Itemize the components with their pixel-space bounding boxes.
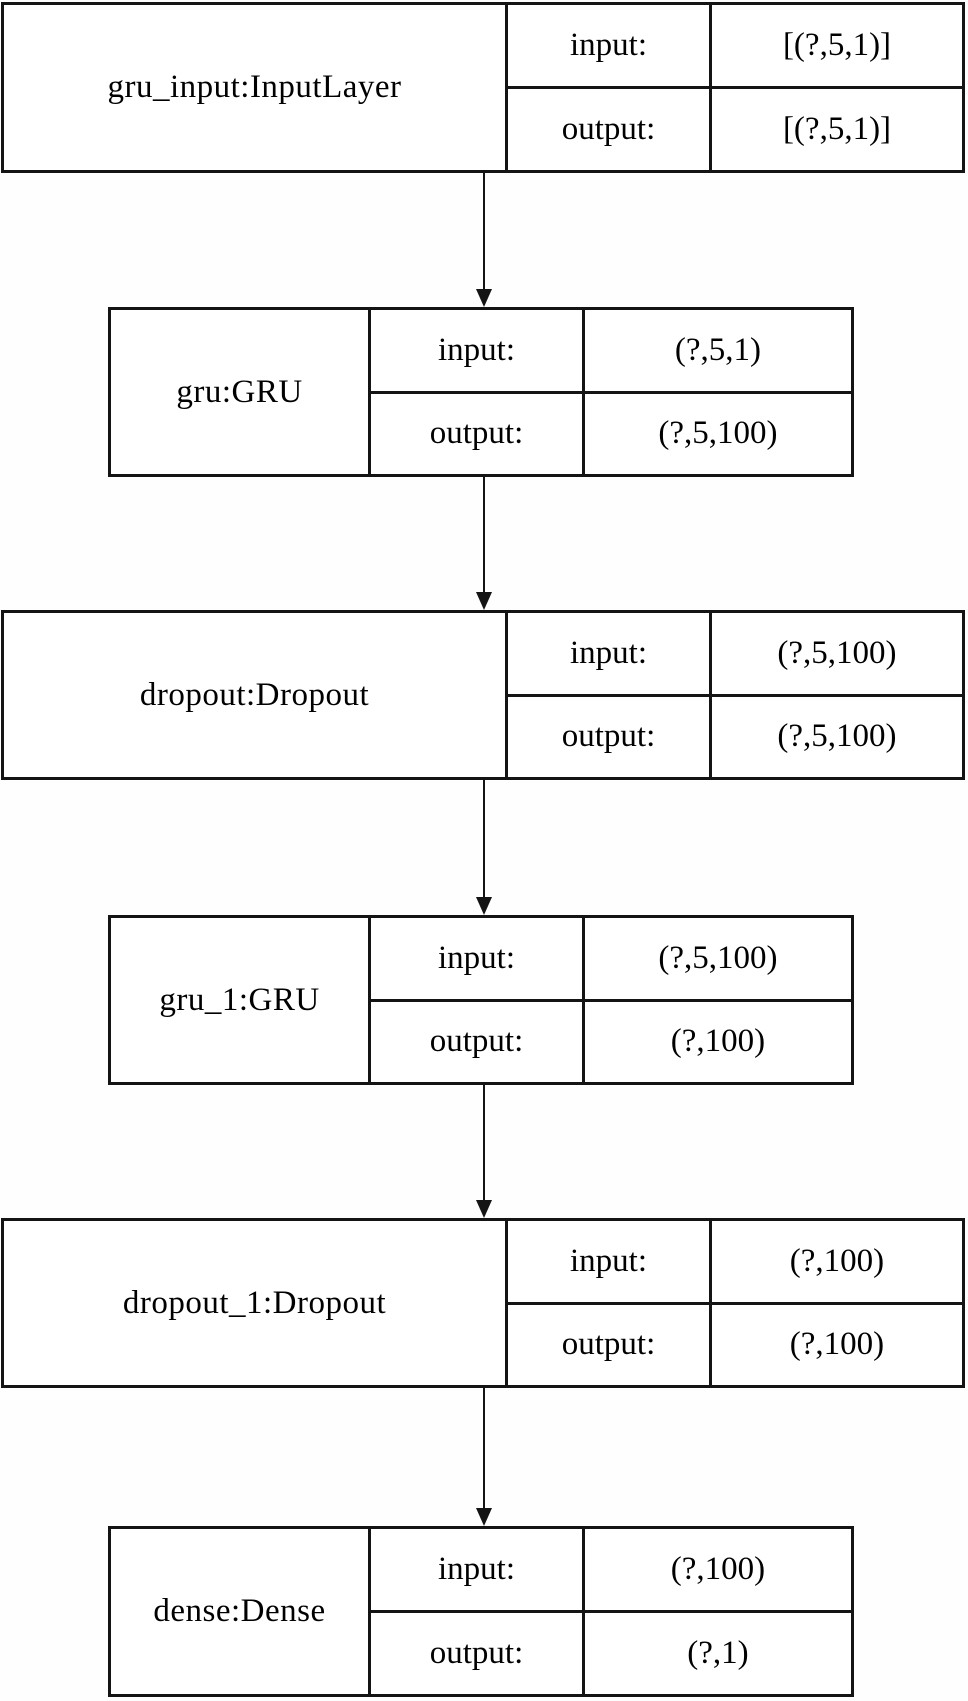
arrow-shaft (483, 173, 485, 289)
arrow-shaft (483, 477, 485, 592)
input-shape: (?,5,1) (674, 331, 762, 368)
node-gru-1: gru_1:GRU input: (?,5,100) output: (?,10… (108, 915, 854, 1085)
io-table: input: (?,5,100) output: (?,5,100) (508, 613, 962, 777)
input-shape: (?,5,100) (658, 939, 778, 976)
io-table: input: (?,5,100) output: (?,100) (371, 918, 851, 1082)
flow-arrow-icon (476, 173, 492, 307)
input-row: input: (?,100) (508, 1221, 962, 1302)
output-shape: (?,100) (670, 1023, 766, 1060)
output-label: output: (508, 1304, 712, 1385)
node-gru: gru:GRU input: (?,5,1) output: (?,5,100) (108, 307, 854, 477)
output-label: output: (508, 696, 712, 777)
flow-arrow-icon (476, 477, 492, 610)
io-table: input: (?,100) output: (?,100) (508, 1221, 962, 1385)
input-shape: (?,5,100) (777, 634, 897, 671)
output-row: output: (?,5,100) (371, 390, 851, 474)
output-shape: [(?,5,1)] (782, 111, 892, 147)
node-dropout-1: dropout_1:Dropout input: (?,100) output:… (1, 1218, 965, 1388)
output-shape: (?,5,100) (777, 718, 897, 755)
input-row: input: (?,5,100) (371, 918, 851, 999)
input-label: input: (371, 310, 585, 391)
layer-title: gru_1:GRU (111, 918, 371, 1082)
node-dense: dense:Dense input: (?,100) output: (?,1) (108, 1526, 854, 1697)
output-label: output: (371, 393, 585, 474)
layer-title: gru:GRU (111, 310, 371, 474)
output-row: output: (?,100) (508, 1301, 962, 1385)
layer-title: dropout:Dropout (4, 613, 508, 777)
output-shape: (?,100) (789, 1326, 885, 1363)
input-label: input: (371, 918, 585, 999)
node-dropout: dropout:Dropout input: (?,5,100) output:… (1, 610, 965, 780)
flow-arrow-icon (476, 780, 492, 915)
input-row: input: (?,100) (371, 1529, 851, 1610)
arrow-shaft (483, 1085, 485, 1200)
input-row: input: (?,5,1) (371, 310, 851, 391)
input-shape: (?,100) (670, 1551, 766, 1587)
output-row: output: (?,100) (371, 998, 851, 1082)
input-label: input: (371, 1529, 585, 1610)
input-row: input: [(?,5,1)] (508, 5, 962, 86)
output-label: output: (508, 89, 712, 170)
io-table: input: (?,100) output: (?,1) (371, 1529, 851, 1694)
arrow-head (476, 289, 492, 307)
arrow-head (476, 592, 492, 610)
input-row: input: (?,5,100) (508, 613, 962, 694)
input-label: input: (508, 1221, 712, 1302)
arrow-head (476, 1200, 492, 1218)
output-shape: (?,5,100) (658, 415, 778, 452)
flow-arrow-icon (476, 1388, 492, 1526)
output-row: output: (?,5,100) (508, 693, 962, 777)
layer-title: gru_input:InputLayer (4, 5, 508, 170)
output-label: output: (371, 1613, 585, 1694)
output-shape: (?,1) (687, 1635, 749, 1671)
arrow-shaft (483, 1388, 485, 1508)
output-row: output: [(?,5,1)] (508, 86, 962, 170)
input-label: input: (508, 613, 712, 694)
layer-title: dropout_1:Dropout (4, 1221, 508, 1385)
io-table: input: (?,5,1) output: (?,5,100) (371, 310, 851, 474)
io-table: input: [(?,5,1)] output: [(?,5,1)] (508, 5, 962, 170)
output-row: output: (?,1) (371, 1610, 851, 1694)
flow-arrow-icon (476, 1085, 492, 1218)
output-label: output: (371, 1001, 585, 1082)
arrow-head (476, 897, 492, 915)
node-gru-input: gru_input:InputLayer input: [(?,5,1)] ou… (1, 2, 965, 173)
input-shape: [(?,5,1)] (782, 27, 892, 63)
input-label: input: (508, 5, 712, 86)
layer-title: dense:Dense (111, 1529, 371, 1694)
arrow-shaft (483, 780, 485, 897)
arrow-head (476, 1508, 492, 1526)
input-shape: (?,100) (789, 1242, 885, 1279)
